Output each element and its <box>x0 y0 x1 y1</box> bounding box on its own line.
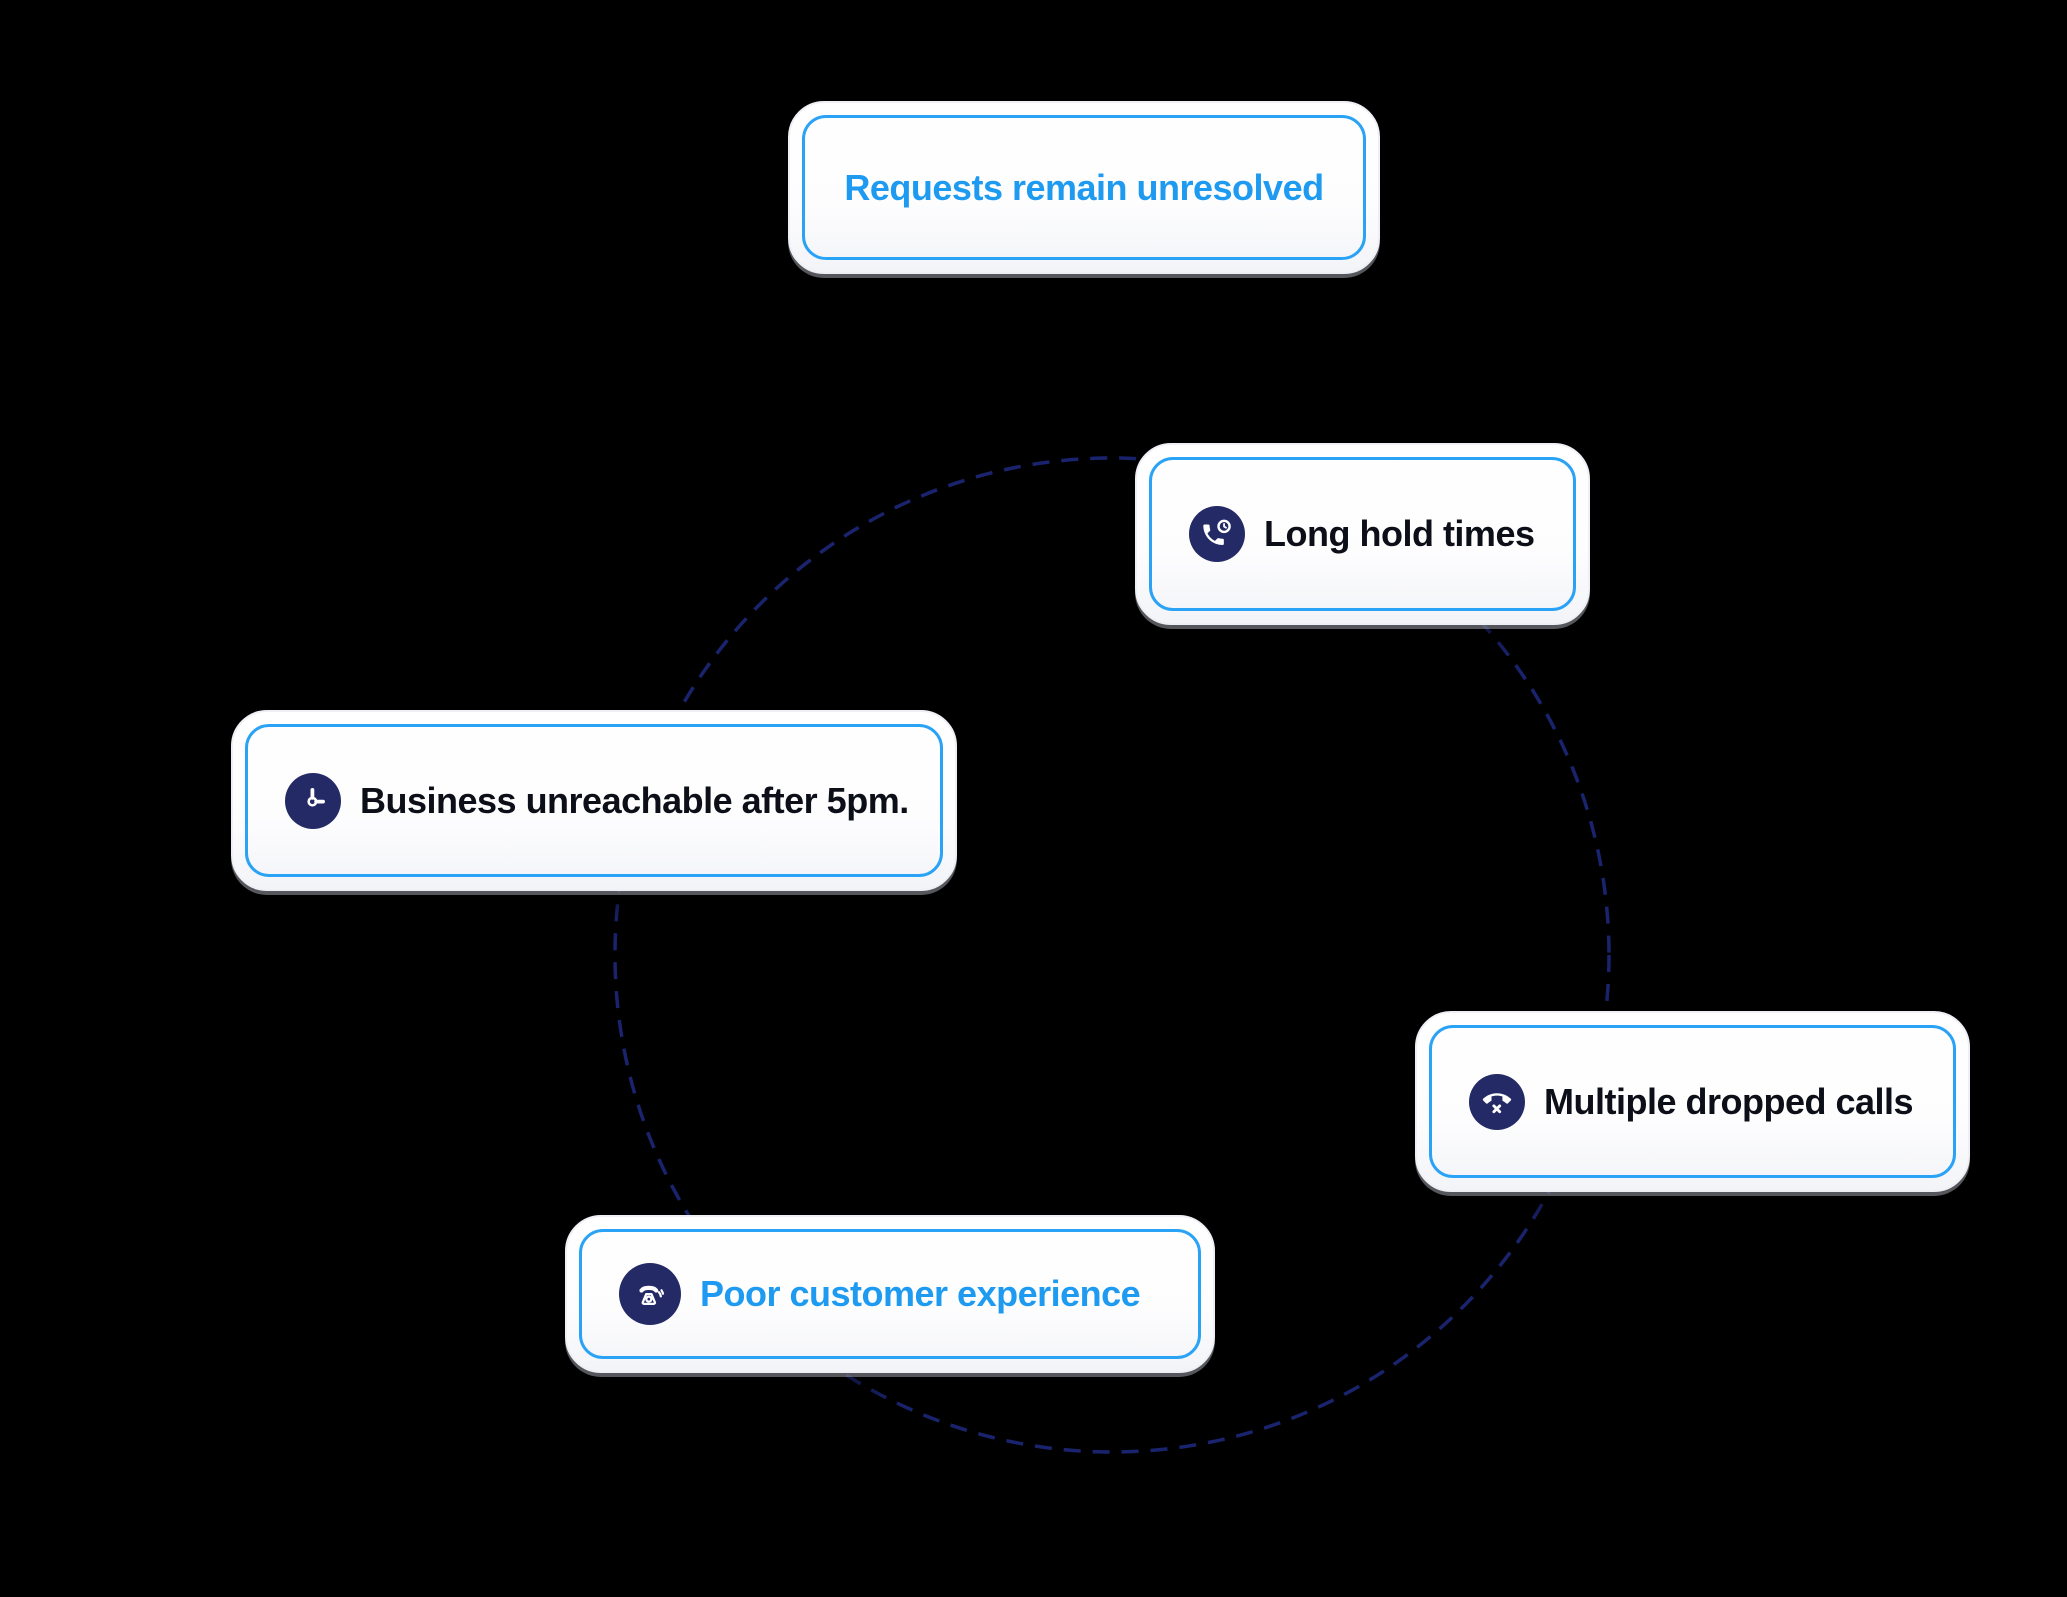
node-border: Long hold times <box>1149 457 1576 611</box>
node-multiple-dropped-calls: Multiple dropped calls <box>1415 1011 1970 1192</box>
node-label: Multiple dropped calls <box>1544 1080 1914 1122</box>
node-border: Multiple dropped calls <box>1429 1025 1956 1178</box>
node-label: Requests remain unresolved <box>844 166 1324 208</box>
phone-hold-icon <box>1189 506 1245 562</box>
node-business-unreachable: Business unreachable after 5pm. <box>231 710 957 891</box>
node-poor-customer-experience: Poor customer experience <box>565 1215 1215 1373</box>
node-label: Poor customer experience <box>700 1273 1141 1315</box>
node-border: Poor customer experience <box>579 1229 1201 1359</box>
telephone-ringing-icon <box>619 1263 681 1325</box>
node-border: Requests remain unresolved <box>802 115 1366 260</box>
node-long-hold-times: Long hold times <box>1135 443 1590 625</box>
phone-dropped-icon <box>1469 1073 1525 1130</box>
node-label: Long hold times <box>1264 513 1535 555</box>
clock-icon <box>285 772 341 829</box>
dashed-cycle-circle <box>613 456 1611 1454</box>
node-requests-remain-unresolved: Requests remain unresolved <box>788 101 1380 274</box>
node-border: Business unreachable after 5pm. <box>245 724 943 877</box>
node-label: Business unreachable after 5pm. <box>360 779 909 821</box>
